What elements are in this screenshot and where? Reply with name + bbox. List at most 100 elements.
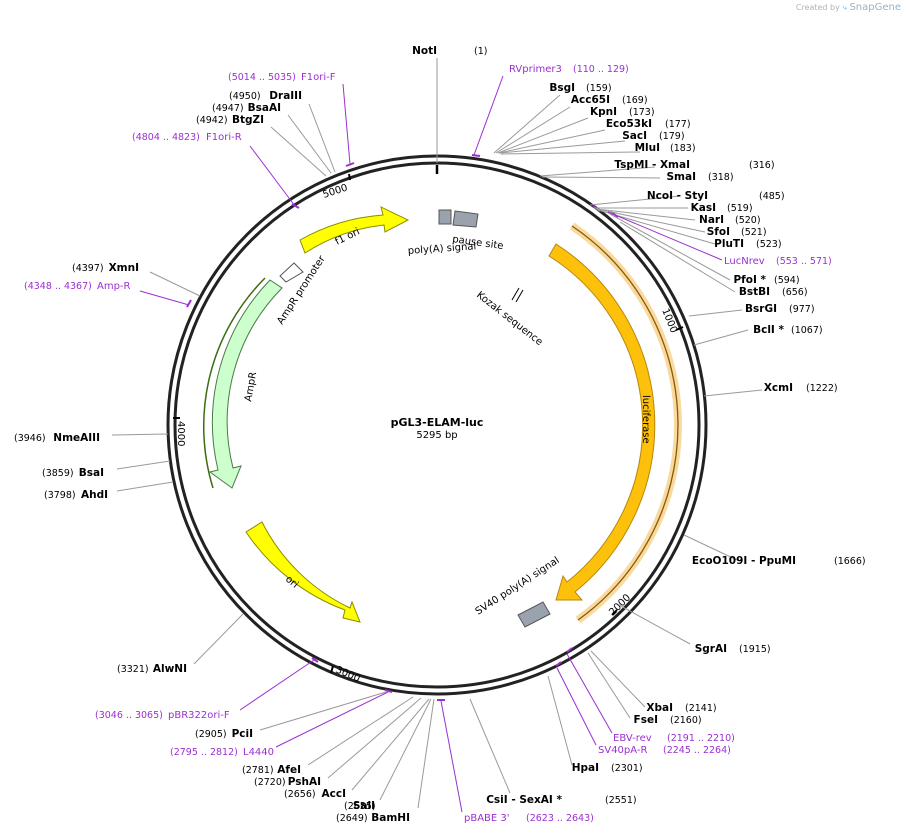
enzyme-name: BamHI [371,812,410,824]
enzyme-name: SacI [622,130,647,142]
enzyme-leader-line [493,94,561,154]
enzyme-leader-line [618,604,691,645]
primer-name: pBR322ori-F [168,710,230,721]
kozak-mark [511,287,520,301]
primer-leader-line [556,667,597,746]
primer-f1ori-f: F1ori-F(5014 .. 5035) [228,72,351,165]
primer-f1ori-r: F1ori-R(4804 .. 4823) [132,132,296,207]
primer-range: (110 .. 129) [573,64,629,75]
primer-name: RVprimer3 [509,64,562,75]
enzyme-leader-line [703,389,763,397]
enzyme-name: NmeAIII [53,432,100,444]
primer-leader-line [139,290,190,306]
luciferase-label: luciferase [640,395,651,444]
enzyme-leader-line [693,329,749,346]
primer-amp-r: Amp-R(4348 .. 4367) [24,281,190,306]
enzyme-position: (3798) [44,490,76,501]
primer-pbabe-3: pBABE 3'(2623 .. 2643) [440,700,594,824]
enzyme-leader-line [379,698,432,801]
enzyme-leader-line [327,697,422,779]
enzyme-name: BclI * [753,324,784,336]
enzyme-pcii: PciI(2905) [195,691,387,740]
enzyme-leader-line [193,613,244,665]
primer-range: (2795 .. 2812) [170,747,238,758]
enzyme-nmeaiii: NmeAIII(3946) [14,432,169,444]
enzyme-leader-line [688,309,743,317]
enzyme-mlui: MluI(183) [500,142,696,155]
tick-label-5000: 5000 [322,183,350,201]
enzyme-name: SgrAI [695,643,727,655]
enzyme-leader-line [497,117,589,154]
primer-ebv-rev: EBV-rev(2191 .. 2210) [566,653,735,744]
primer-pbr322ori-f: pBR322ori-F(3046 .. 3065) [95,659,315,721]
enzyme-draiii: DraIII(4950) [229,90,336,173]
primer-range: (2623 .. 2643) [526,813,594,824]
enzyme-position: (4397) [72,263,104,274]
tick-label-3000: 3000 [334,665,362,685]
enzyme-leader-line [587,652,631,719]
f1-ori-arrow [299,206,410,254]
enzyme-ahdi: AhdI(3798) [44,481,174,501]
enzyme-position: (2905) [195,729,227,740]
enzyme-leader-line [539,166,656,177]
enzyme-leader-line [351,698,430,791]
enzyme-name: XcmI [764,382,793,394]
enzyme-position: (2141) [685,703,717,714]
enzyme-position: (169) [622,95,648,106]
primer-leader-line [342,83,351,165]
ampr-label: AmpR [243,371,259,402]
enzyme-leader-line [307,696,414,766]
enzyme-name: BsrGI [745,303,777,315]
enzyme-hpai: HpaI(2301) [547,675,643,774]
enzyme-name: AfeI [277,764,301,776]
enzyme-leader-line [111,433,169,436]
enzyme-name: EcoO109I - PpuMI [692,555,796,567]
primer-leader-line [473,75,504,156]
ori-arrow [245,521,361,623]
enzyme-kpni: KpnI(173) [497,106,655,154]
enzyme-name: AlwNI [153,663,187,675]
primer-name: F1ori-R [206,132,242,143]
enzyme-acc65i: Acc65I(169) [495,94,648,154]
enzyme-position: (519) [727,203,753,214]
enzyme-leader-line [259,691,387,731]
enzyme-position: (4947) [212,103,244,114]
label-layer: NotI(1)BsgI(159)Acc65I(169)KpnI(173)Eco5… [14,45,866,824]
enzyme-name: FseI [634,714,658,726]
enzyme-xbai: XbaI(2141) [590,650,717,714]
enzyme-name: BtgZI [232,114,264,126]
sv40-label: SV40 poly(A) signal [474,555,562,617]
enzyme-position: (183) [670,143,696,154]
ampr-arrow [208,279,283,489]
enzyme-position: (173) [629,107,655,118]
enzyme-position: (2301) [611,763,643,774]
enzyme-position: (520) [735,215,761,226]
enzyme-pshai: PshAI(2720) [254,697,422,788]
primer-lucnrev: LucNrev(553 .. 571) [607,211,832,267]
luciferase-primer-track [571,225,679,621]
enzyme-bsai: BsaI(3859) [42,460,171,479]
enzyme-leader-line [609,213,731,281]
enzyme-name: KasI [691,202,716,214]
enzyme-name: NotI [412,45,437,57]
enzyme-csii: CsiI - SexAI *(2551) [469,698,637,806]
enzyme-leader-line [500,151,641,155]
enzyme-bsgi: BsgI(159) [493,82,612,154]
enzyme-position: (1222) [806,383,838,394]
primer-name: EBV-rev [613,733,652,744]
enzyme-leader-line [495,106,571,154]
enzyme-position: (316) [749,160,775,171]
enzyme-position: (1067) [791,325,823,336]
enzyme-leader-line [590,650,646,708]
primer-leader-line [440,700,463,813]
luciferase-arrow [548,243,656,601]
enzyme-name: PfoI * [733,274,766,286]
snapgene-logo-icon: ⤷ [842,3,847,12]
enzyme-name: SfoI [707,226,730,238]
enzyme-position: (977) [789,304,815,315]
enzyme-fsei: FseI(2160) [587,652,702,726]
sv40-polya-box [517,601,551,628]
enzyme-leader-line [287,114,332,174]
enzyme-name: PluTI [714,238,744,250]
